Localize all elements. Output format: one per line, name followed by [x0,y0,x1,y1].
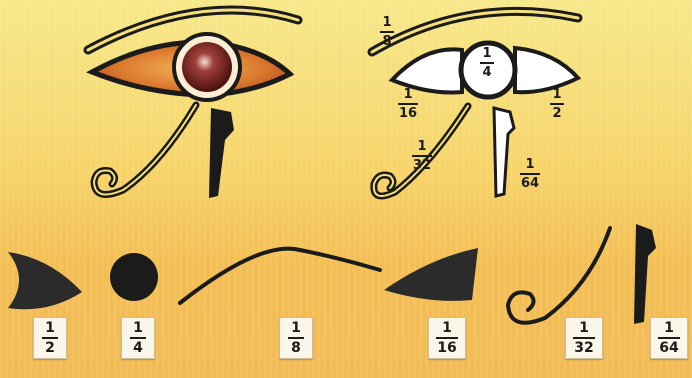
part-sixteenth-corner [384,248,478,301]
tag-sixtyfourth: 1 64 [650,317,688,359]
label-right-left-corner: 1 16 [396,88,420,120]
den: 64 [659,341,678,355]
num: 1 [382,16,391,29]
fraction-bar [412,155,432,157]
left-eye-of-horus [88,10,298,198]
den: 8 [291,341,301,355]
right-teardrop [494,108,514,196]
label-right-spiral: 1 32 [410,140,434,172]
fraction-bar [398,103,418,105]
fraction-bar [573,337,595,339]
num: 1 [664,321,674,335]
fraction-bar [550,103,564,105]
den: 16 [437,341,456,355]
label-right-teardrop: 1 64 [518,158,542,190]
fraction-bar [436,337,458,339]
left-spiral-inner [94,105,196,195]
tag-half: 1 2 [33,317,67,359]
den: 2 [552,107,561,120]
den: 2 [45,341,55,355]
part-half-shape [8,252,82,309]
tag-eighth: 1 8 [279,317,313,359]
left-spiral-stroke [94,105,196,195]
parts-row [8,224,656,324]
num: 1 [133,321,143,335]
fraction-bar [520,173,540,175]
den: 32 [413,159,431,172]
num: 1 [482,47,491,60]
num: 1 [403,88,412,101]
tag-sixteenth: 1 16 [428,317,466,359]
left-teardrop [209,108,234,198]
left-pupil [182,42,232,92]
num: 1 [442,321,452,335]
tag-quarter: 1 4 [121,317,155,359]
part-eighth-eyebrow [180,249,380,303]
part-quarter-pupil [110,253,158,301]
num: 1 [291,321,301,335]
part-sixtyfourth-teardrop [634,224,656,324]
fraction-bar [130,337,146,339]
fraction-bar [380,31,394,33]
label-right-right-corner: 1 2 [548,88,566,120]
label-right-pupil: 1 4 [478,47,496,79]
den: 4 [133,341,143,355]
num: 1 [417,140,426,153]
num: 1 [45,321,55,335]
right-eye-right-white [515,48,578,92]
num: 1 [525,158,534,171]
den: 4 [482,66,491,79]
num: 1 [579,321,589,335]
tag-thirtysecond: 1 32 [565,317,603,359]
fraction-bar [658,337,680,339]
label-right-eyebrow: 1 8 [378,16,396,48]
fraction-bar [288,337,304,339]
den: 16 [399,107,417,120]
den: 64 [521,177,539,190]
den: 32 [574,341,593,355]
fraction-bar [480,62,494,64]
den: 8 [382,35,391,48]
part-thirtysecond-spiral [508,228,610,323]
num: 1 [552,88,561,101]
fraction-bar [42,337,58,339]
